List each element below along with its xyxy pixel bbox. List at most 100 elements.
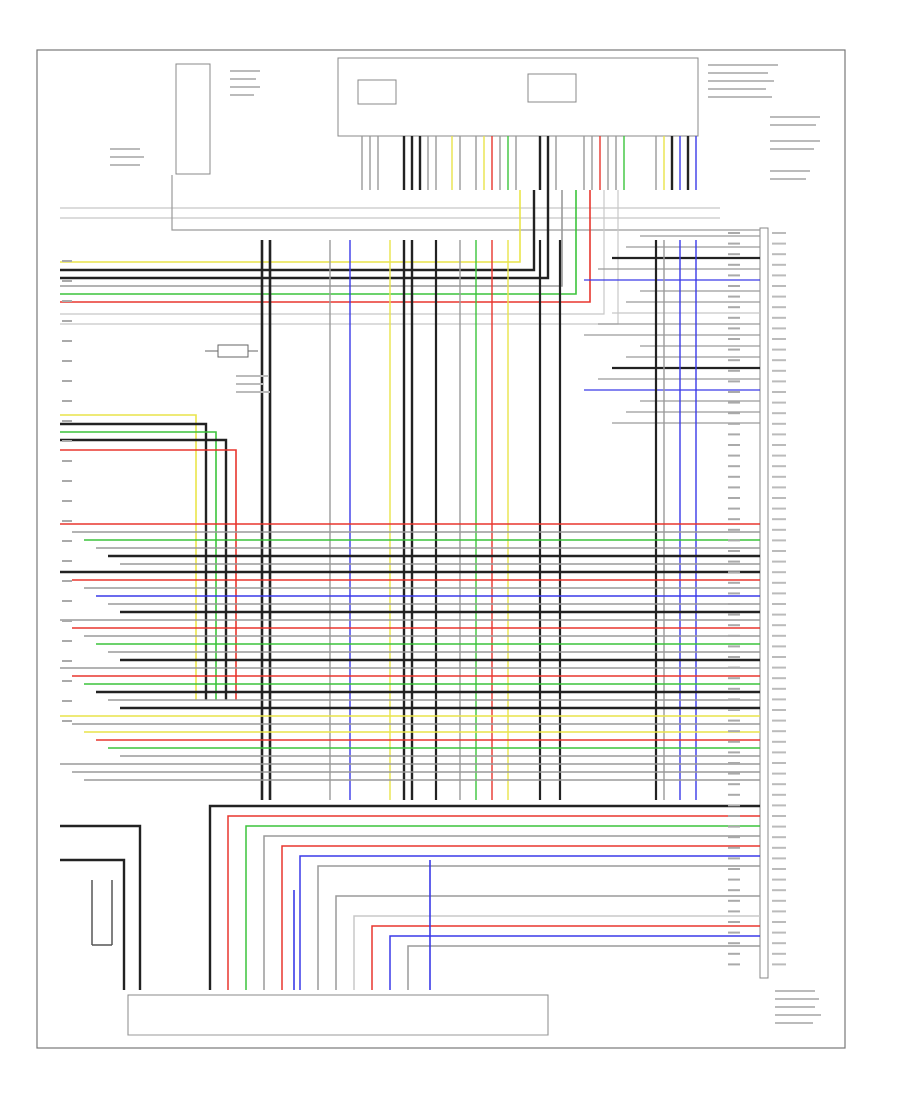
lower-wire <box>353 915 760 990</box>
pin-tick <box>772 772 786 775</box>
horizontal-rail <box>60 190 591 303</box>
pin-tick <box>772 433 786 436</box>
pin-tick <box>728 868 740 870</box>
pin-tick <box>772 613 786 616</box>
pin-tick <box>772 677 786 680</box>
wire-harness <box>60 136 760 990</box>
pin-tick <box>728 878 740 881</box>
pin-tick <box>62 680 72 682</box>
pin-tick <box>772 232 786 234</box>
pin-tick <box>728 242 740 245</box>
pin-tick <box>728 793 740 796</box>
right-connector-column <box>759 227 769 979</box>
pin-tick <box>728 592 740 595</box>
bottom-module-box <box>127 994 549 1036</box>
pin-tick <box>62 380 72 382</box>
pin-tick <box>728 783 740 786</box>
lower-wire <box>335 895 760 990</box>
pin-tick <box>62 480 72 482</box>
pin-tick <box>728 232 740 234</box>
pin-tick <box>772 634 786 637</box>
pin-tick <box>772 836 786 839</box>
pin-tick <box>728 571 740 574</box>
pin-tick <box>772 444 786 446</box>
horizontal-rail <box>60 190 536 272</box>
pin-tick <box>728 645 740 648</box>
pin-tick <box>772 740 786 743</box>
pin-tick <box>62 620 72 622</box>
pin-tick <box>728 497 740 499</box>
pin-tick <box>728 401 740 404</box>
pin-tick <box>772 539 786 542</box>
top-connector-block <box>175 57 699 175</box>
pin-tick <box>772 645 786 648</box>
pin-tick <box>772 624 786 627</box>
pin-tick <box>728 899 740 902</box>
pin-tick <box>772 550 786 552</box>
horizontal-rail <box>60 190 521 263</box>
pin-tick <box>728 613 740 616</box>
pin-tick <box>772 327 786 330</box>
pin-tick <box>728 931 740 934</box>
pin-tick <box>772 942 786 945</box>
pin-tick <box>772 793 786 796</box>
switch-symbol <box>205 344 258 358</box>
pin-tick <box>62 560 72 562</box>
pin-tick <box>728 412 740 415</box>
pin-tick <box>62 300 72 302</box>
lower-left-wire <box>60 824 142 990</box>
pin-tick <box>772 285 786 287</box>
pin-tick <box>728 369 740 372</box>
left-group-wire <box>60 449 237 700</box>
pin-tick <box>772 910 786 913</box>
pin-tick <box>772 687 786 690</box>
pin-tick <box>772 698 786 701</box>
pin-tick <box>728 624 740 627</box>
pin-tick <box>772 380 786 383</box>
left-group-wire <box>60 431 217 700</box>
pin-tick <box>728 751 740 754</box>
pin-tick <box>728 444 740 446</box>
pin-tick <box>772 571 786 574</box>
pin-tick <box>728 391 740 393</box>
pin-tick <box>772 263 786 266</box>
horizontal-rail <box>60 190 605 315</box>
pin-tick <box>728 528 740 531</box>
pin-tick <box>772 592 786 595</box>
pin-tick <box>62 360 72 362</box>
pin-tick <box>728 274 740 277</box>
pin-tick <box>728 857 740 860</box>
pin-tick <box>772 762 786 764</box>
wire <box>171 175 760 231</box>
pin-tick <box>772 369 786 372</box>
pin-tick <box>772 348 786 351</box>
pin-tick <box>728 465 740 468</box>
pin-tick <box>62 320 72 322</box>
horizontal-rail <box>60 190 577 295</box>
pin-tick <box>728 889 740 892</box>
pin-tick <box>728 825 740 828</box>
pin-tick <box>728 327 740 330</box>
pin-tick <box>728 348 740 351</box>
pin-tick <box>728 942 740 945</box>
horizontal-rail <box>60 190 563 287</box>
pin-tick <box>728 263 740 266</box>
pin-tick <box>772 518 786 521</box>
pin-tick <box>728 454 740 457</box>
lower-wire <box>299 855 760 990</box>
right-annotations <box>110 64 821 1024</box>
pin-tick <box>728 306 740 309</box>
pin-tick <box>772 359 786 362</box>
pin-tick <box>772 719 786 722</box>
lower-wire <box>371 925 760 990</box>
pin-tick <box>62 640 72 642</box>
ground-symbol <box>91 880 113 946</box>
pin-tick <box>772 528 786 531</box>
pin-tick <box>728 772 740 775</box>
pin-tick <box>728 730 740 733</box>
pin-tick <box>62 520 72 522</box>
pin-tick <box>772 804 786 807</box>
pin-tick <box>728 422 740 425</box>
pin-tick <box>728 677 740 680</box>
